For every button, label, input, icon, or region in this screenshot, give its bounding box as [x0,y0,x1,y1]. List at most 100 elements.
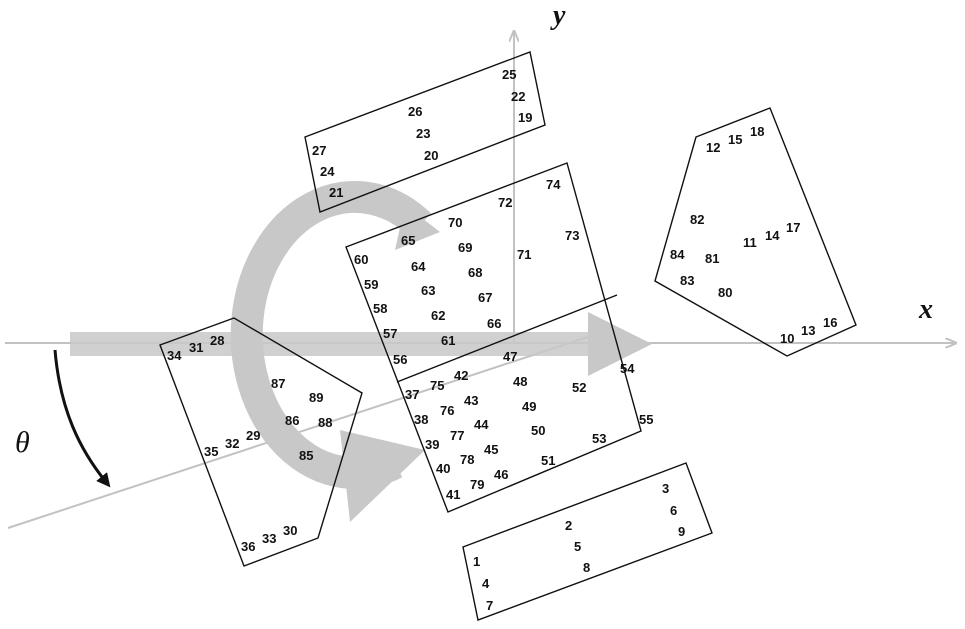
label-17: 17 [786,220,800,235]
rotation-arrow-icon [230,180,440,522]
label-38: 38 [414,412,428,427]
label-83: 83 [680,273,694,288]
label-85: 85 [299,448,313,463]
label-25: 25 [502,67,516,82]
label-52: 52 [572,380,586,395]
label-20: 20 [424,148,438,163]
label-74: 74 [546,177,561,192]
bottom-panel [462,462,713,621]
label-72: 72 [498,195,512,210]
label-1: 1 [473,554,480,569]
center-divider [396,294,618,383]
label-15: 15 [728,132,742,147]
label-4: 4 [482,576,490,591]
label-84: 84 [670,247,685,262]
label-27: 27 [312,143,326,158]
label-18: 18 [750,124,764,139]
label-54: 54 [620,361,635,376]
right-panel-labels: 10 13 16 11 14 17 12 15 18 80 81 82 83 8… [670,124,837,346]
label-42: 42 [454,368,468,383]
label-34: 34 [167,348,182,363]
label-45: 45 [484,442,498,457]
label-87: 87 [271,376,285,391]
label-22: 22 [511,89,525,104]
center-panel [345,162,642,513]
label-32: 32 [225,436,239,451]
label-86: 86 [285,413,299,428]
label-62: 62 [431,308,445,323]
label-19: 19 [518,110,532,125]
label-49: 49 [522,399,536,414]
label-37: 37 [405,387,419,402]
axes: x y [5,0,955,529]
theta-indicator: θ [15,349,111,488]
label-21: 21 [329,185,343,200]
label-23: 23 [416,126,430,141]
label-47: 47 [503,349,517,364]
label-29: 29 [246,428,260,443]
label-65: 65 [401,233,415,248]
label-75: 75 [430,378,444,393]
label-6: 6 [670,503,677,518]
label-5: 5 [574,539,581,554]
label-26: 26 [408,104,422,119]
label-44: 44 [474,417,489,432]
label-9: 9 [678,524,685,539]
label-63: 63 [421,283,435,298]
label-43: 43 [464,393,478,408]
label-11: 11 [743,235,757,250]
panel-outlines [159,51,857,621]
label-33: 33 [262,531,276,546]
label-81: 81 [705,251,719,266]
label-13: 13 [801,323,815,338]
center-upper-labels: 56 57 58 59 60 61 62 63 64 65 66 67 68 6… [354,177,579,367]
x-axis-label: x [918,294,933,325]
label-48: 48 [513,374,527,389]
label-60: 60 [354,252,368,267]
bottom-panel-labels: 1 4 7 2 5 8 3 6 9 [473,481,685,613]
label-57: 57 [383,326,397,341]
label-55: 55 [639,412,653,427]
label-53: 53 [592,431,606,446]
label-28: 28 [210,333,224,348]
label-82: 82 [690,212,704,227]
label-80: 80 [718,285,732,300]
label-10: 10 [780,331,794,346]
rotated-axis [7,332,601,529]
label-35: 35 [204,444,218,459]
left-panel [159,317,363,567]
label-66: 66 [487,316,501,331]
label-31: 31 [189,340,203,355]
left-panel-labels: 28 31 34 29 32 35 30 33 36 85 86 87 88 8… [167,333,332,554]
right-panel [654,107,857,357]
label-50: 50 [531,423,545,438]
label-64: 64 [411,259,426,274]
label-2: 2 [565,518,572,533]
label-8: 8 [583,560,590,575]
label-61: 61 [441,333,455,348]
theta-label: θ [15,426,30,459]
translation-arrow-icon [70,312,652,376]
label-7: 7 [486,598,493,613]
y-axis-label: y [550,0,566,31]
center-lower-labels: 37 38 39 40 41 42 43 44 45 46 47 48 49 5… [405,349,653,502]
label-70: 70 [448,215,462,230]
top-panel [304,51,546,213]
label-41: 41 [446,487,460,502]
label-59: 59 [364,277,378,292]
label-46: 46 [494,467,508,482]
label-51: 51 [541,453,555,468]
top-panel-labels: 19 22 25 20 23 26 21 24 27 [312,67,532,200]
label-77: 77 [450,428,464,443]
label-39: 39 [425,437,439,452]
label-78: 78 [460,452,474,467]
label-12: 12 [706,140,720,155]
label-36: 36 [241,539,255,554]
label-88: 88 [318,415,332,430]
label-69: 69 [458,240,472,255]
label-40: 40 [436,461,450,476]
label-68: 68 [468,265,482,280]
label-73: 73 [565,228,579,243]
label-76: 76 [440,403,454,418]
